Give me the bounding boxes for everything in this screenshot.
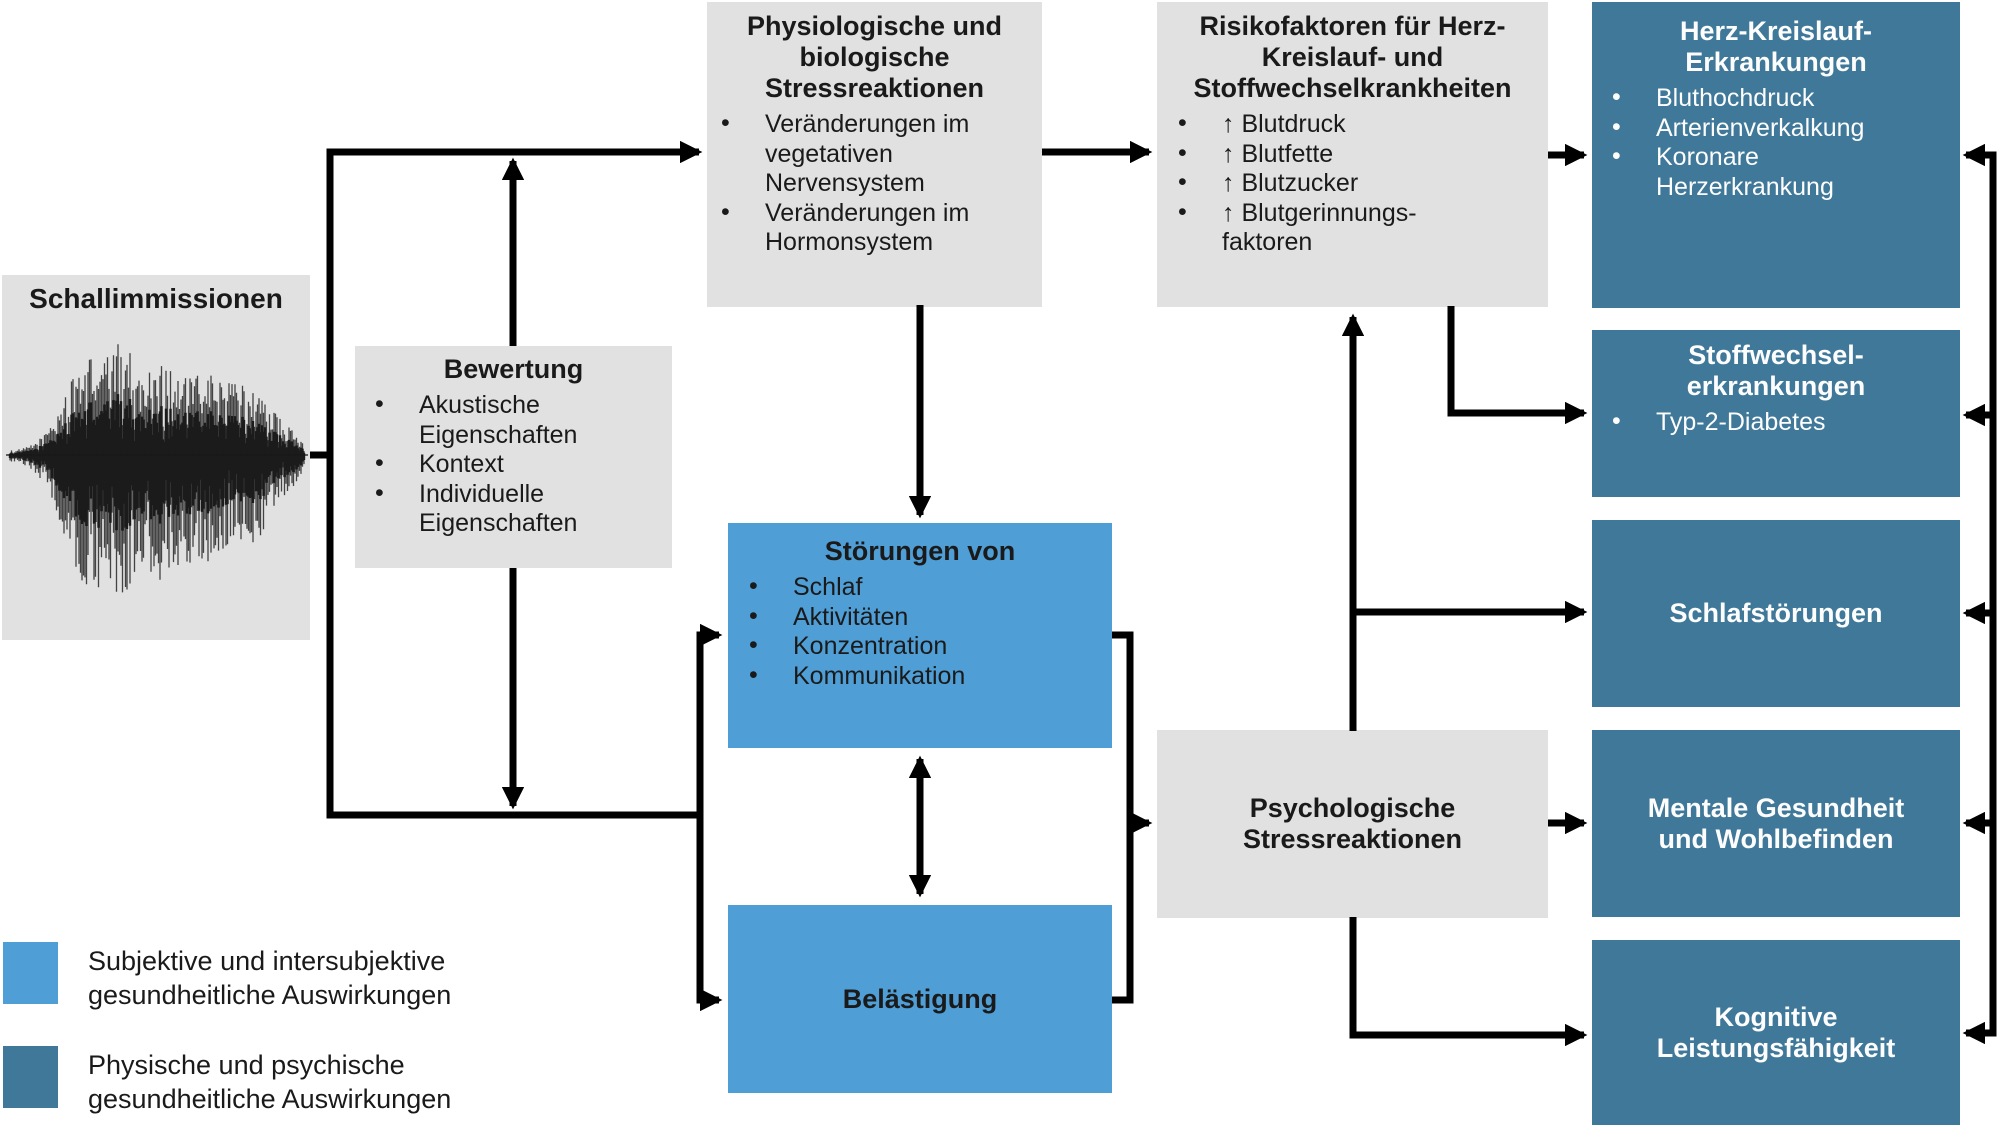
list-item: ↑ Blutgerinnungs-faktoren xyxy=(1178,198,1488,258)
node-herz-kreislauf-erkrankungen: Herz-Kreislauf- Erkrankungen Bluthochdru… xyxy=(1592,2,1960,308)
list-item: ↑ Blutzucker xyxy=(1178,168,1488,199)
node-stoerungen-title: Störungen von xyxy=(824,536,1016,566)
node-belaestigung: Belästigung xyxy=(728,905,1112,1093)
list-item: Kontext xyxy=(375,449,656,480)
node-stoerungen-von: Störungen von Schlaf Aktivitäten Konzent… xyxy=(728,523,1112,748)
legend-label-subjektive: Subjektive und intersubjektive gesundhei… xyxy=(88,946,452,1010)
node-herz-kreislauf-title: Herz-Kreislauf- Erkrankungen xyxy=(1679,16,1873,77)
node-herz-kreislauf-list: Bluthochdruck Arterienverkalkung Koronar… xyxy=(1592,83,1960,202)
list-item: Kommunikation xyxy=(749,661,1096,692)
node-bewertung-list: Akustische Eigenschaften Kontext Individ… xyxy=(355,390,672,539)
node-bewertung-title: Bewertung xyxy=(443,354,584,384)
list-item: Aktivitäten xyxy=(749,602,1096,633)
list-item: Konzentration xyxy=(749,631,1096,662)
list-item: Schlaf xyxy=(749,572,1096,603)
list-item: Veränderungen im vegetativen Nervensyste… xyxy=(721,109,1026,199)
edge-risiko-stoffwechsel-arrow xyxy=(1447,306,1588,425)
list-item: Arterienverkalkung xyxy=(1612,113,1930,144)
node-schlafstoerungen: Schlafstörungen xyxy=(1592,520,1960,707)
node-physiologische-title: Physiologische und biologische Stressrea… xyxy=(746,11,1003,103)
edge-psycho-kognitive-arrow xyxy=(1349,917,1588,1047)
list-item: ↑ Blutdruck xyxy=(1178,109,1488,140)
list-item: Individuelle Eigenschaften xyxy=(375,479,656,539)
legend-swatch-physische xyxy=(3,1046,58,1108)
node-kognitive-title: Kognitive Leistungsfähigkeit xyxy=(1656,1001,1896,1063)
node-stoffwechselerkrankungen: Stoffwechsel- erkrankungen Typ-2-Diabete… xyxy=(1592,330,1960,497)
sound-waveform-icon xyxy=(6,344,308,593)
list-item: Akustische Eigenschaften xyxy=(375,390,656,450)
node-schallimmissionen: Schallimmissionen xyxy=(2,275,310,640)
node-physiologische-stressreaktionen: Physiologische und biologische Stressrea… xyxy=(707,2,1042,307)
legend-label-physische: Physische und psychische gesundheitliche… xyxy=(88,1050,452,1114)
list-item: Veränderungen im Hormonsystem xyxy=(721,198,1026,258)
node-stoffwechsel-title: Stoffwechsel- erkrankungen xyxy=(1686,340,1866,401)
node-mentale-gesundheit: Mentale Gesundheit und Wohlbefinden xyxy=(1592,730,1960,917)
list-item: ↑ Blutfette xyxy=(1178,139,1488,170)
node-belaestigung-title: Belästigung xyxy=(842,983,998,1014)
legend-swatch-subjektive xyxy=(3,942,58,1004)
node-risikofaktoren-title: Risikofaktoren für Herz- Kreislauf- und … xyxy=(1193,11,1512,103)
node-risikofaktoren: Risikofaktoren für Herz- Kreislauf- und … xyxy=(1157,2,1548,307)
node-stoerungen-list: Schlaf Aktivitäten Konzentration Kommuni… xyxy=(728,572,1112,692)
node-stoffwechsel-list: Typ-2-Diabetes xyxy=(1592,407,1960,438)
node-kognitive-leistungsfaehigkeit: Kognitive Leistungsfähigkeit xyxy=(1592,940,1960,1125)
node-schlafstoerungen-title: Schlafstörungen xyxy=(1669,598,1883,628)
list-item: Bluthochdruck xyxy=(1612,83,1930,114)
node-physiologische-list: Veränderungen im vegetativen Nervensyste… xyxy=(707,109,1042,258)
node-risikofaktoren-list: ↑ Blutdruck ↑ Blutfette ↑ Blutzucker ↑ B… xyxy=(1157,109,1548,258)
list-item: Typ-2-Diabetes xyxy=(1612,407,1944,438)
list-item: Koronare Herzerkrankung xyxy=(1612,142,1930,202)
node-psychologische-title: Psychologische Stressreaktionen xyxy=(1242,793,1463,854)
node-bewertung: Bewertung Akustische Eigenschaften Konte… xyxy=(355,346,672,568)
node-schallimmissionen-title: Schallimmissionen xyxy=(29,283,283,314)
node-psychologische-stressreaktionen: Psychologische Stressreaktionen xyxy=(1157,730,1548,918)
node-mentale-gesundheit-title: Mentale Gesundheit und Wohlbefinden xyxy=(1647,792,1905,854)
